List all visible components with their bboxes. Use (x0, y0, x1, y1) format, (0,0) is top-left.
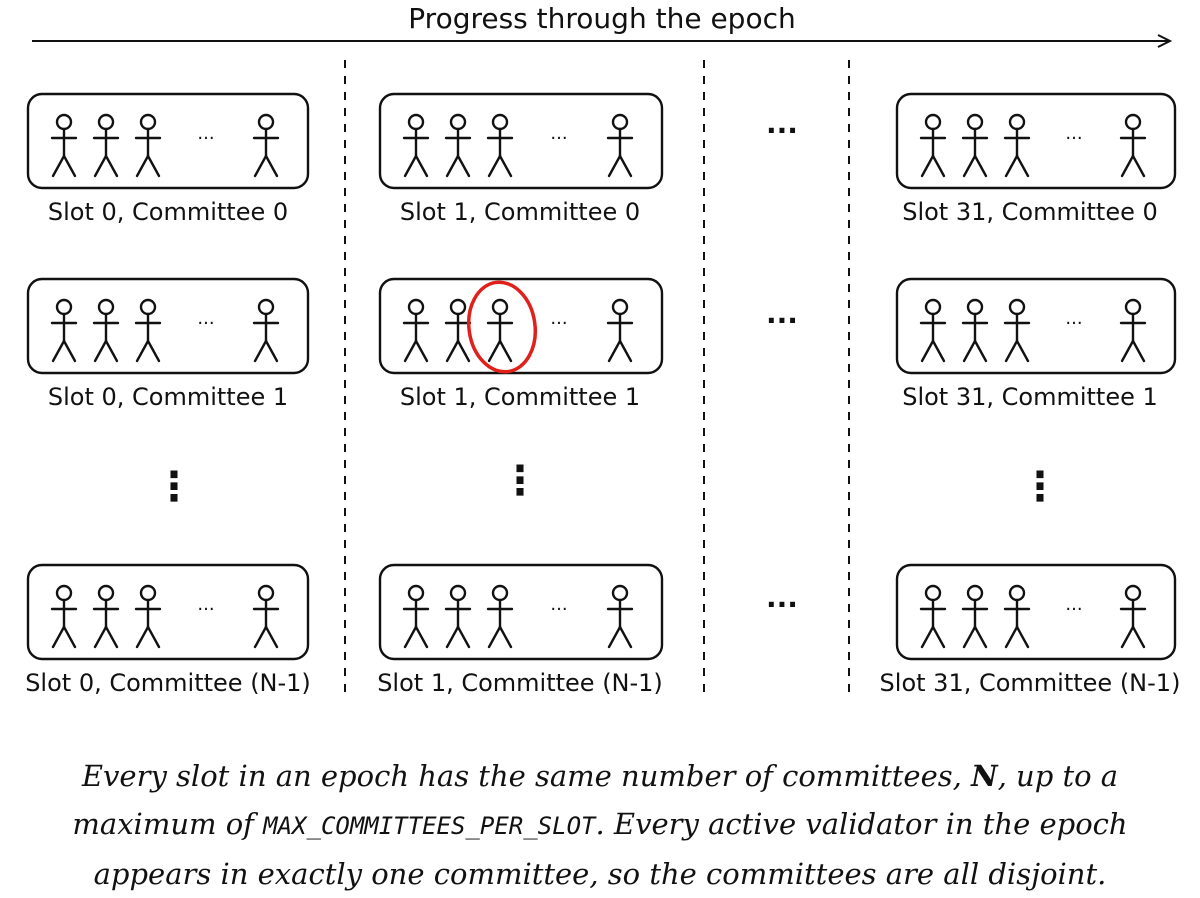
committee-label: Slot 31, Committee (N-1) (880, 669, 1181, 697)
validator-figure (134, 113, 162, 178)
progress-title: Progress through the epoch (408, 2, 795, 35)
validator-figure (919, 298, 947, 363)
validator-figure (252, 584, 280, 649)
validator-figure (606, 584, 634, 649)
committee-ellipsis-col-2: ⋮ (1020, 464, 1060, 510)
validator-figure (50, 298, 78, 363)
validator-figure (486, 584, 514, 649)
caption-constant: MAX_COMMITTEES_PER_SLOT (263, 812, 596, 840)
validator-ellipsis: ··· (1065, 128, 1082, 149)
validator-figure (486, 113, 514, 178)
committee-label: Slot 1, Committee 1 (400, 383, 640, 411)
committee-2-0: ··· Slot 31, Committee 0 (895, 92, 1177, 226)
validator-figure (92, 113, 120, 178)
validator-ellipsis: ··· (1065, 313, 1082, 334)
committee-1-2: ··· Slot 1, Committee (N-1) (377, 563, 664, 697)
validator-figure (606, 113, 634, 178)
committee-2-2: ··· Slot 31, Committee (N-1) (880, 563, 1181, 697)
validator-figure (1119, 584, 1147, 649)
validator-figure (252, 298, 280, 363)
committee-box (378, 563, 664, 661)
validator-figure (961, 113, 989, 178)
validator-figure (961, 298, 989, 363)
committee-ellipsis-col-0: ⋮ (154, 464, 194, 510)
validator-figure (1003, 584, 1031, 649)
validator-figure (134, 298, 162, 363)
committee-box (378, 92, 664, 190)
caption-line-1: Every slot in an epoch has the same numb… (0, 752, 1200, 800)
validator-ellipsis: ··· (1065, 599, 1082, 620)
committee-box (26, 563, 310, 661)
committee-box (26, 277, 310, 375)
slot-ellipsis-row-0: ··· (766, 114, 798, 147)
validator-figure (486, 298, 514, 363)
committee-label: Slot 0, Committee 0 (48, 198, 288, 226)
committee-grid: ··· Slot 0, Committee 0 ··· Slot 0, Committ… (25, 92, 1181, 697)
validator-figure (961, 584, 989, 649)
committee-0-1: ··· Slot 0, Committee 1 (26, 277, 310, 411)
validator-figure (402, 113, 430, 178)
validator-figure (1003, 113, 1031, 178)
committee-box (378, 277, 664, 375)
validator-ellipsis: ··· (550, 599, 567, 620)
caption-var-n: N (971, 759, 998, 793)
validator-figure (444, 584, 472, 649)
validator-ellipsis: ··· (550, 313, 567, 334)
validator-figure (444, 113, 472, 178)
validator-figure (402, 298, 430, 363)
committee-ellipsis-col-1: ⋮ (500, 458, 540, 504)
validator-figure (919, 584, 947, 649)
column-separators (344, 60, 850, 698)
validator-ellipsis: ··· (550, 128, 567, 149)
caption-line-2: maximum of MAX_COMMITTEES_PER_SLOT. Ever… (0, 800, 1200, 850)
validator-ellipsis: ··· (197, 313, 214, 334)
caption-line-1-end: , up to a (997, 759, 1119, 793)
committee-label: Slot 31, Committee 0 (902, 198, 1158, 226)
validator-figure (134, 584, 162, 649)
validator-figure (92, 298, 120, 363)
committee-box (895, 92, 1177, 190)
committee-1-1: ··· Slot 1, Committee 1 (378, 277, 664, 411)
committee-label: Slot 0, Committee (N-1) (25, 669, 311, 697)
highlight-circle (466, 280, 538, 374)
committee-label: Slot 0, Committee 1 (48, 383, 288, 411)
committee-0-2: ··· Slot 0, Committee (N-1) (25, 563, 311, 697)
committee-box (895, 277, 1177, 375)
committee-0-0: ··· Slot 0, Committee 0 (26, 92, 310, 226)
committee-label: Slot 1, Committee 0 (400, 198, 640, 226)
progress-arrow (32, 34, 1173, 48)
caption-line-3: appears in exactly one committee, so the… (93, 857, 1107, 891)
validator-figure (402, 584, 430, 649)
committee-1-0: ··· Slot 1, Committee 0 (378, 92, 664, 226)
validator-figure (1003, 298, 1031, 363)
validator-figure (919, 113, 947, 178)
validator-figure (50, 584, 78, 649)
validator-ellipsis: ··· (197, 128, 214, 149)
validator-figure (50, 113, 78, 178)
committee-label: Slot 1, Committee (N-1) (377, 669, 663, 697)
validator-figure (444, 298, 472, 363)
validator-figure (252, 113, 280, 178)
validator-figure (92, 584, 120, 649)
slot-ellipsis-row-2: ··· (766, 588, 798, 621)
caption-line-1-text: Every slot in an epoch has the same numb… (81, 759, 972, 793)
validator-figure (606, 298, 634, 363)
committee-2-1: ··· Slot 31, Committee 1 (895, 277, 1177, 411)
validator-figure (1119, 113, 1147, 178)
committee-box (895, 563, 1177, 661)
caption-line-2-end: . Every active validator in the epoch (595, 807, 1128, 841)
validator-ellipsis: ··· (197, 599, 214, 620)
committee-box (26, 92, 310, 190)
committees-diagram: Progress through the epoch ··· Slot 0, Co… (25, 2, 1181, 698)
figure-caption: Every slot in an epoch has the same numb… (0, 752, 1200, 898)
committee-label: Slot 31, Committee 1 (902, 383, 1158, 411)
validator-figure (1119, 298, 1147, 363)
caption-line-2-start: maximum of (72, 807, 264, 841)
slot-ellipsis-row-1: ··· (766, 304, 798, 337)
